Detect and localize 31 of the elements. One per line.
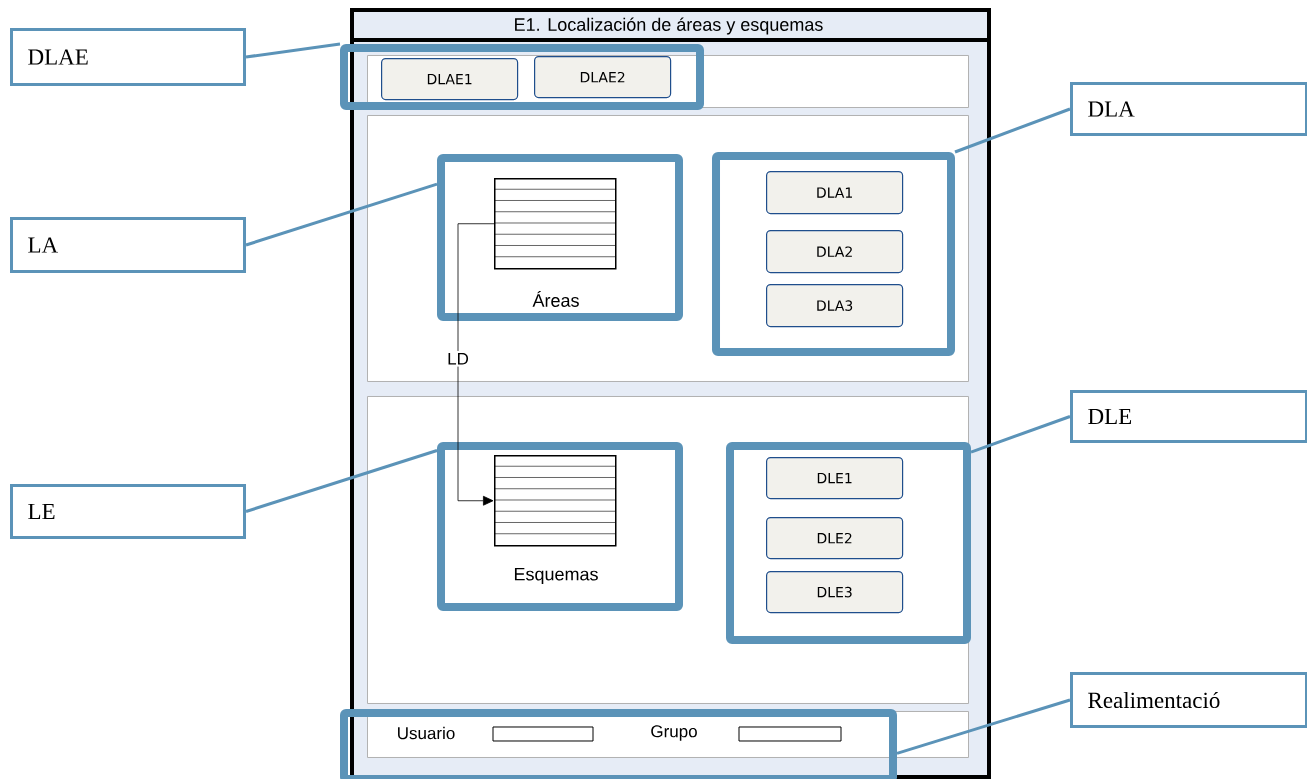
arrow	[457, 223, 495, 506]
field-label: Grupo	[651, 725, 697, 741]
highlight-frame: Esquemas	[437, 442, 683, 611]
button: DLE3	[766, 571, 904, 614]
callout-box: LE	[10, 484, 246, 539]
highlight-frame	[340, 44, 704, 110]
button: DLA2	[766, 230, 904, 274]
callout-box: DLAE	[10, 28, 246, 86]
callout-box: DLE	[1070, 390, 1307, 443]
button: DLAE2	[534, 56, 672, 99]
callout-box: DLA	[1070, 82, 1307, 136]
leader-line	[245, 182, 438, 247]
highlight-frame	[726, 442, 971, 644]
leader-line	[245, 449, 438, 513]
callout-box: LA	[10, 217, 246, 273]
button: DLE1	[766, 457, 904, 500]
leader-line	[245, 42, 341, 59]
button: DLA3	[766, 284, 904, 328]
leader-line	[970, 415, 1071, 454]
highlight-frame: Áreas	[437, 154, 683, 321]
leader-line	[954, 107, 1071, 154]
table-icon	[493, 455, 617, 547]
button: DLE2	[766, 517, 904, 560]
button: DLA1	[766, 171, 904, 215]
callout-box: Realimentació	[1070, 672, 1307, 728]
highlight-frame	[712, 152, 955, 356]
highlight-frame	[340, 709, 897, 779]
leader-line	[896, 698, 1071, 755]
field-label: Usuario	[398, 726, 455, 740]
button: DLAE1	[381, 58, 519, 101]
table-icon	[493, 178, 617, 270]
